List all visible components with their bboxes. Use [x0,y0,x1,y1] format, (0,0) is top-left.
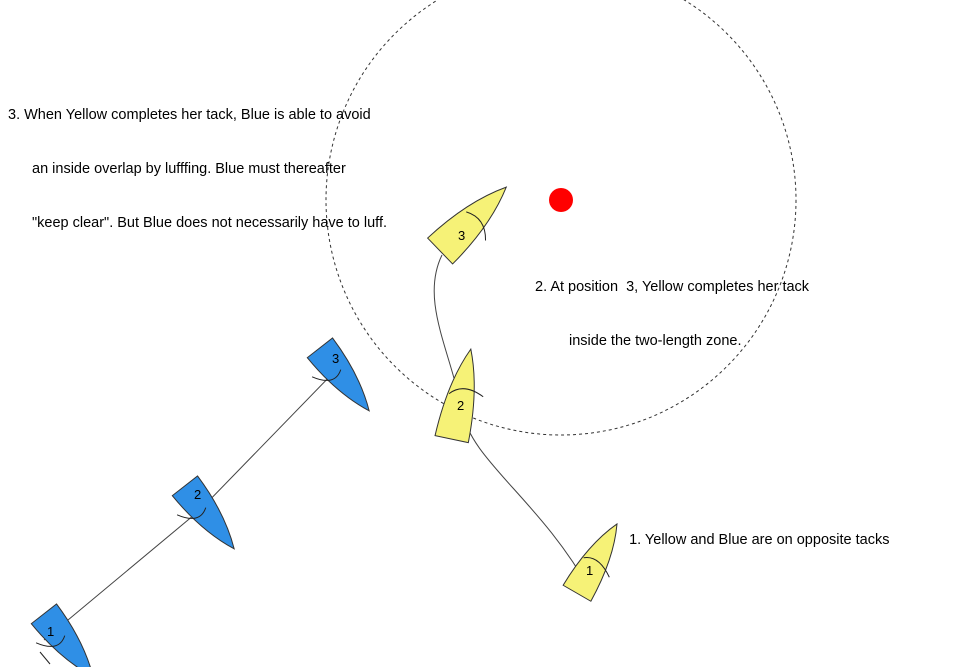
blue-boat-3-number: 3 [332,351,339,366]
mark-buoy [549,188,573,212]
yellow-boat-3-number: 3 [458,228,465,243]
note-step-2: 2. At position 3, Yellow completes her t… [535,242,809,368]
yellow-boat-3 [426,186,508,265]
note-3-line-3: "keep clear". But Blue does not necessar… [32,215,388,231]
blue-boat-1-number: 1 [47,624,54,639]
blue-boat-1 [30,603,94,667]
note-3-line-2: an inside overlap by lufffing. Blue must… [32,161,346,177]
note-step-1: 1. Yellow and Blue are on opposite tacks [621,513,889,549]
blue-boat-2-number: 2 [194,487,201,502]
note-3-line-1: 3. When Yellow completes her tack, Blue … [8,107,371,123]
yellow-boat-1 [562,522,618,602]
note-step-3: 3. When Yellow completes her tack, Blue … [8,70,387,250]
note-2-line-1: 2. At position 3, Yellow completes her t… [535,279,810,295]
yellow-boat-2 [434,347,484,444]
blue-boat-3 [306,337,370,412]
two-length-zone-circle [325,0,797,436]
note-2-line-2: inside the two-length zone. [569,333,742,349]
note-1-line-1: 1. Yellow and Blue are on opposite tacks [629,532,890,548]
yellow-boat-2-number: 2 [457,398,464,413]
blue-boat-1-tail [39,651,51,665]
yellow-boat-1-number: 1 [586,563,593,578]
blue-boat-2 [171,475,235,550]
